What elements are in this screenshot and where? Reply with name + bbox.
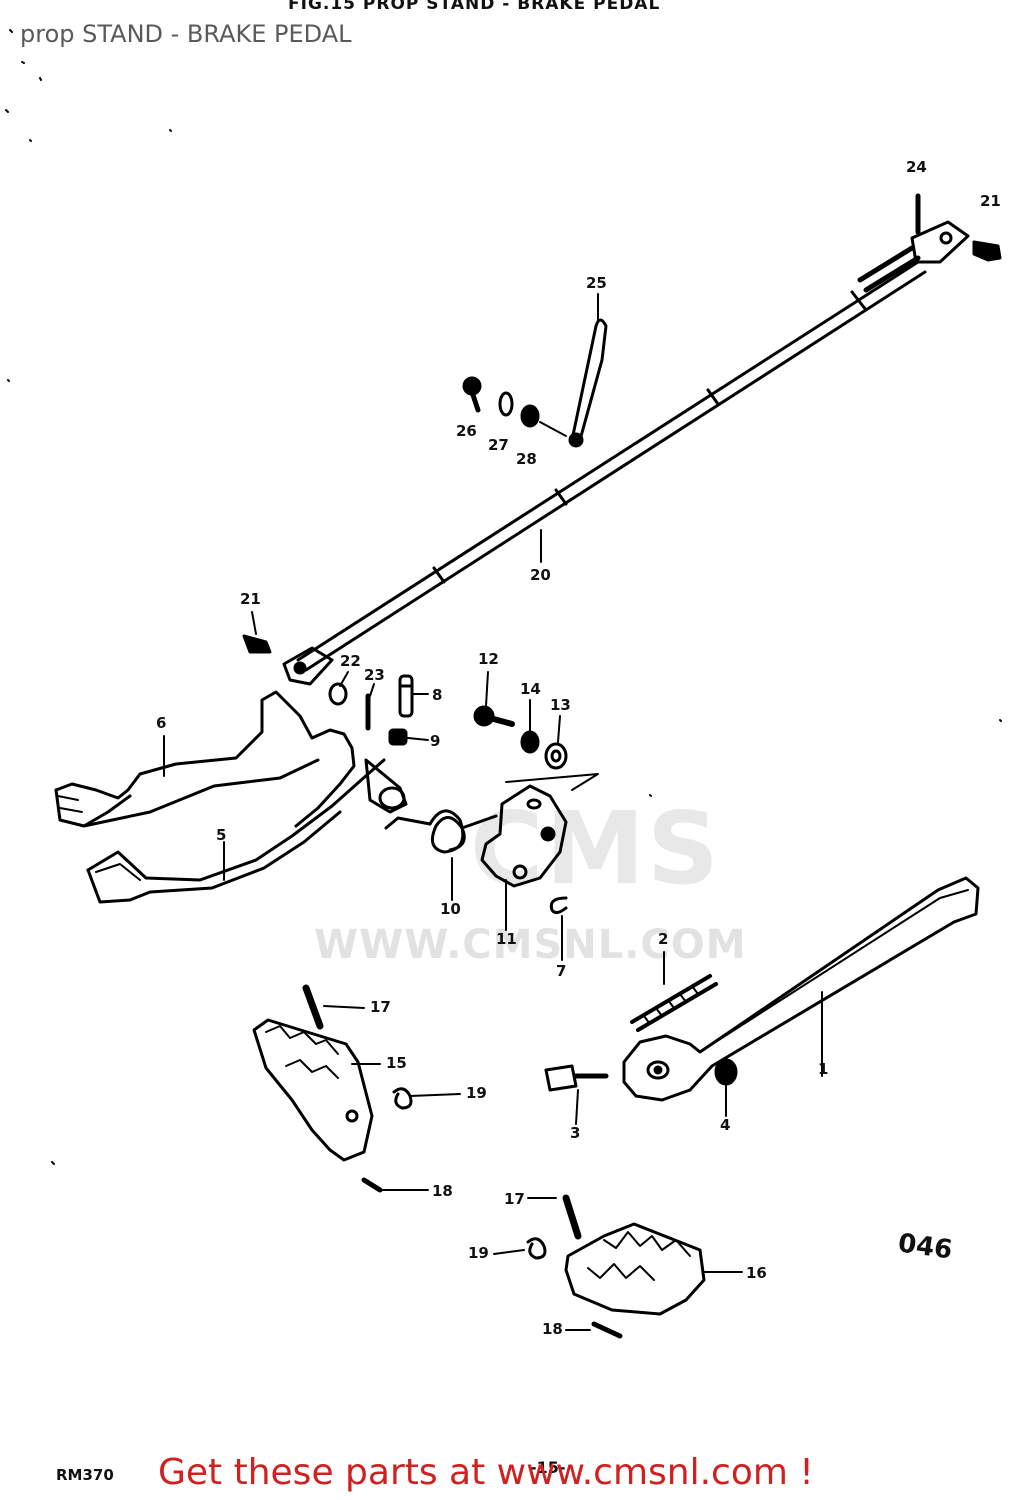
callout-23: 23 — [364, 666, 385, 684]
callout-21: 21 — [980, 192, 1001, 210]
part-3-bolt — [544, 1064, 609, 1092]
callout-20: 20 — [530, 566, 551, 584]
callout-28: 28 — [516, 450, 537, 468]
callout-7: 7 — [556, 962, 567, 980]
callout-13: 13 — [550, 696, 571, 714]
figure-header: FIG.15 PROP STAND - BRAKE PEDAL — [288, 0, 661, 14]
callout-22: 22 — [340, 652, 361, 670]
part-19-spring-right — [526, 1237, 547, 1260]
callout-21-lower: 21 — [240, 590, 261, 608]
part-22-washer — [328, 682, 348, 706]
part-17-pin-left — [302, 984, 324, 1030]
part-26-bolt — [462, 376, 482, 413]
part-16-footrest-right — [564, 1222, 706, 1316]
callout-10: 10 — [440, 900, 461, 918]
watermark-url: WWW.CMSNL.COM — [314, 922, 747, 968]
part-25-split-pin — [568, 318, 608, 448]
callout-2: 2 — [658, 930, 669, 948]
callout-6: 6 — [156, 714, 167, 732]
part-9-nut — [388, 728, 408, 746]
part-7-circlip — [549, 896, 568, 915]
callout-26: 26 — [456, 422, 477, 440]
assembly-arrow — [505, 773, 599, 791]
callout-16: 16 — [746, 1264, 767, 1282]
part-5-pivot-bracket — [86, 758, 408, 904]
part-2-spring — [630, 974, 718, 1032]
part-28-nut — [520, 404, 567, 437]
callout-3: 3 — [570, 1124, 581, 1142]
callout-11: 11 — [496, 930, 517, 948]
callout-18-right: 18 — [542, 1320, 563, 1338]
part-19-spring-left — [392, 1087, 413, 1110]
lower-rod-clevis — [282, 646, 334, 686]
callout-15: 15 — [386, 1054, 407, 1072]
leader-lines — [163, 293, 823, 1331]
callout-4: 4 — [720, 1116, 731, 1134]
callout-17-right: 17 — [504, 1190, 525, 1208]
part-18-clip-right — [591, 1321, 623, 1339]
callout-19-right: 19 — [468, 1244, 489, 1262]
part-10-spring — [384, 809, 498, 854]
scan-noise — [5, 29, 1002, 1165]
model-code: RM370 — [56, 1466, 114, 1484]
part-21-bolt-top — [972, 240, 1002, 262]
part-12-bolt — [473, 705, 515, 727]
part-17-pin-right — [562, 1194, 582, 1240]
callout-25: 25 — [586, 274, 607, 292]
part-14-nut — [520, 730, 540, 754]
promo-link[interactable]: Get these parts at www.cmsnl.com ! — [158, 1452, 814, 1493]
part-4-nut — [714, 1058, 738, 1086]
part-6-brake-pedal — [54, 690, 356, 828]
callout-5: 5 — [216, 826, 227, 844]
part-11-brake-arm — [480, 784, 568, 888]
part-27-washer — [498, 391, 514, 417]
callout-8: 8 — [432, 686, 443, 704]
part-15-footrest-left — [252, 1018, 374, 1162]
watermark-brand: CMS — [470, 790, 721, 907]
callout-12: 12 — [478, 650, 499, 668]
callout-17: 17 — [370, 998, 391, 1016]
callout-14: 14 — [520, 680, 541, 698]
callout-27: 27 — [488, 436, 509, 454]
callout-1: 1 — [818, 1060, 829, 1078]
callout-18: 18 — [432, 1182, 453, 1200]
rod-end-clevis — [910, 220, 970, 264]
part-18-clip-left — [361, 1177, 383, 1193]
page-number: -15- — [530, 1458, 566, 1477]
part-13-washer — [544, 742, 568, 770]
callout-9: 9 — [430, 732, 441, 750]
page-title: prop STAND - BRAKE PEDAL — [20, 20, 352, 48]
part-1-prop-stand — [622, 876, 980, 1102]
part-8-bolt — [398, 674, 414, 718]
callout-19: 19 — [466, 1084, 487, 1102]
part-21-bolt-lower — [242, 634, 272, 654]
callout-24: 24 — [906, 158, 927, 176]
brake-rod — [296, 245, 927, 672]
